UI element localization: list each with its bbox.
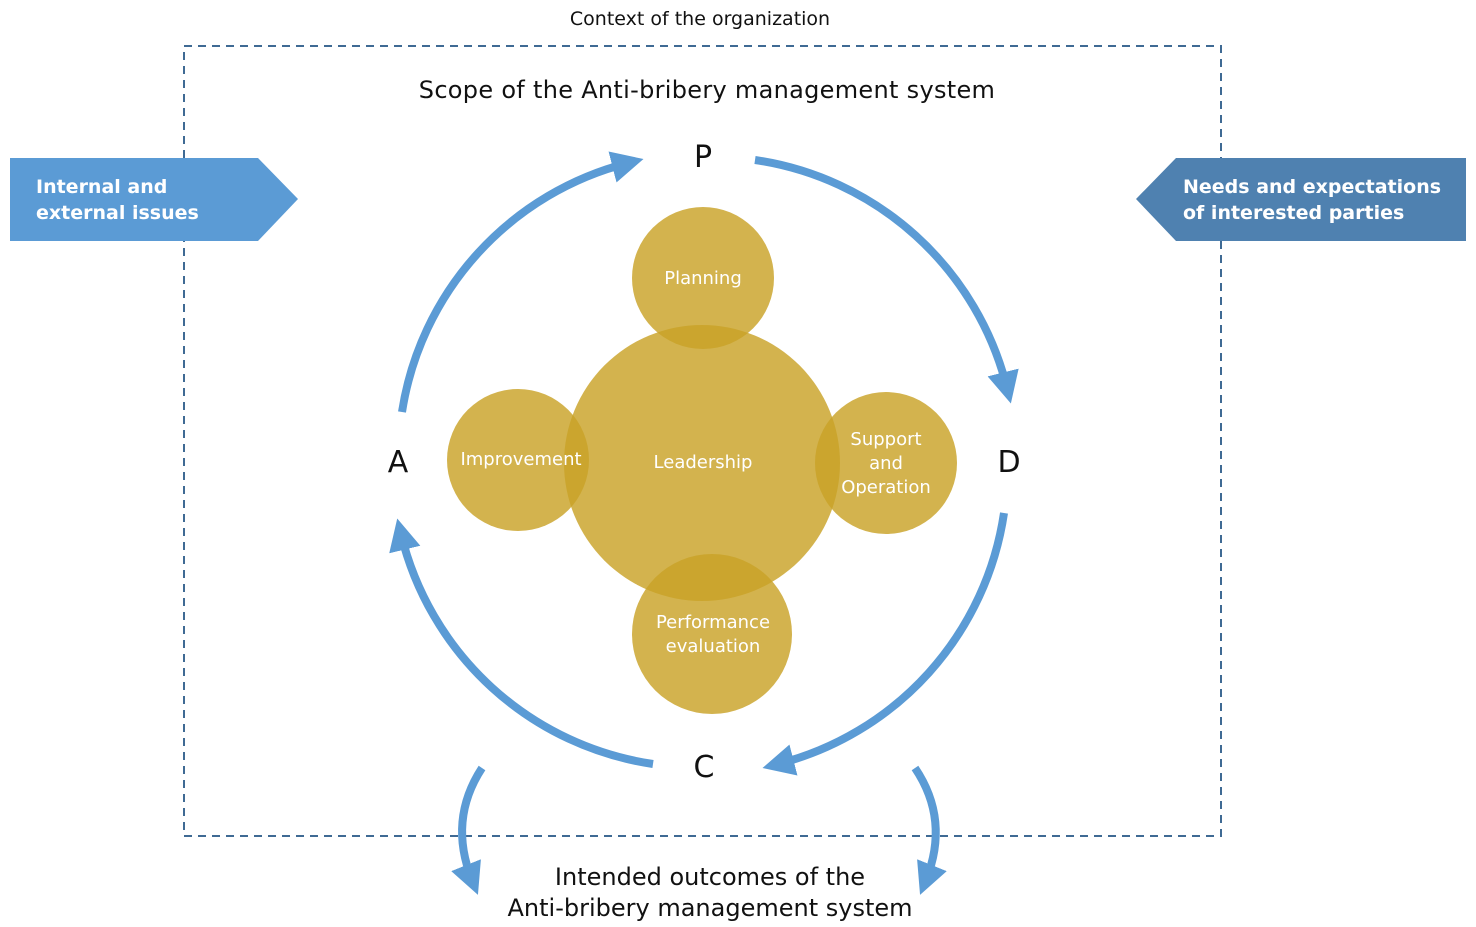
internal-issues-line2: external issues xyxy=(36,202,199,224)
arrow-a-to-p xyxy=(398,151,644,413)
performance-evaluation-circle xyxy=(632,554,792,714)
interested-parties-line2: of interested parties xyxy=(1183,202,1405,224)
outcome-arrow-right xyxy=(911,765,947,895)
outcome-line1: Intended outcomes of the xyxy=(554,863,866,891)
pdca-label-c: C xyxy=(693,750,715,785)
leadership-label: Leadership xyxy=(653,452,753,473)
pdca-label-a: A xyxy=(387,445,409,480)
support-line1: Support xyxy=(850,429,922,450)
arrow-p-to-d xyxy=(754,156,1019,404)
context-title: Context of the organization xyxy=(569,8,831,30)
planning-circle xyxy=(632,207,774,349)
support-line3: Operation xyxy=(841,477,931,498)
improvement-label: Improvement xyxy=(460,449,582,470)
improvement-circle xyxy=(447,389,589,531)
outcome-arrow-left xyxy=(451,765,486,895)
performance-evaluation-label: Performance evaluation xyxy=(632,611,794,659)
performance-line2: evaluation xyxy=(665,636,761,657)
interested-parties-line1: Needs and expectations xyxy=(1183,176,1442,198)
support-line2: and xyxy=(869,453,903,474)
pdca-label-d: D xyxy=(997,445,1021,480)
arrow-c-to-a xyxy=(389,518,654,768)
interested-parties-label: Needs and expectations of interested par… xyxy=(1183,174,1441,226)
intended-outcomes-label: Intended outcomes of the Anti-bribery ma… xyxy=(410,862,1010,924)
interested-parties-arrow xyxy=(1136,158,1466,241)
outcome-line2: Anti-bribery management system xyxy=(507,894,913,922)
internal-external-issues-label: Internal and external issues xyxy=(36,174,199,226)
arrow-d-to-c xyxy=(762,512,1008,776)
organization-boundary xyxy=(183,45,1222,837)
support-operation-circle xyxy=(815,392,957,534)
internal-issues-line1: Internal and xyxy=(36,176,168,198)
pdca-label-p: P xyxy=(693,140,713,175)
internal-external-issues-arrow xyxy=(10,158,298,241)
leadership-circle xyxy=(564,325,840,601)
scope-title: Scope of the Anti-bribery management sys… xyxy=(418,76,996,104)
performance-line1: Performance xyxy=(655,612,771,633)
planning-label: Planning xyxy=(664,268,742,289)
support-operation-label: Support and Operation xyxy=(815,428,957,500)
